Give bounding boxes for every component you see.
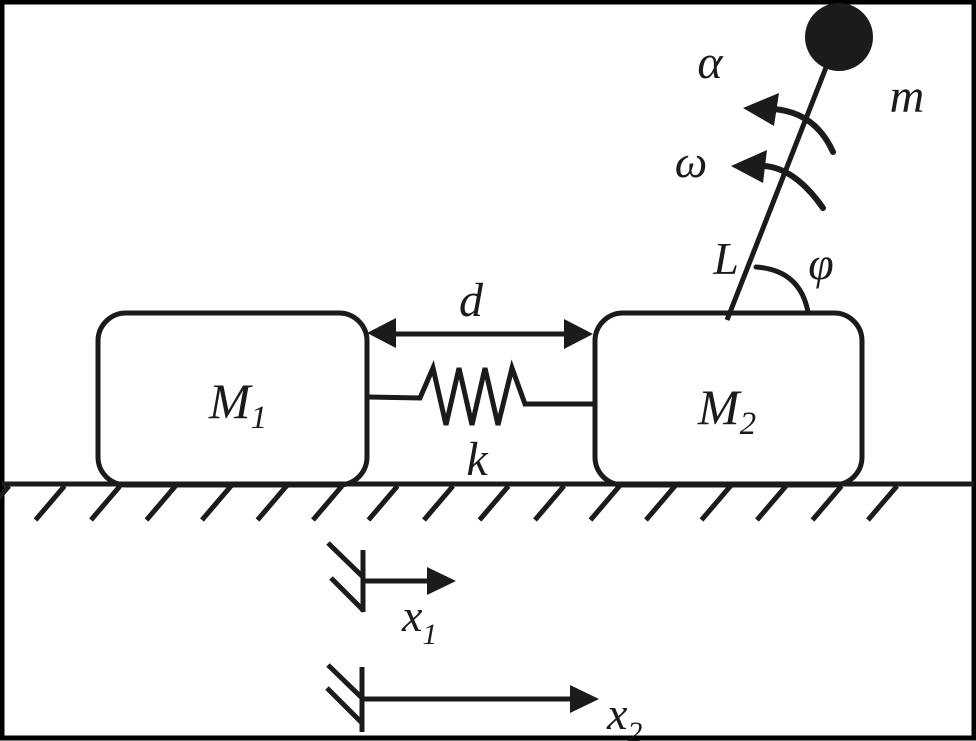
omega-arrowhead-icon — [731, 150, 767, 183]
bob-mass-label: m — [890, 70, 925, 123]
distance-label: d — [459, 274, 484, 327]
mass2-subscript: 2 — [740, 406, 757, 442]
mass1-symbol: M — [208, 373, 253, 429]
pendulum-bob — [805, 3, 873, 71]
omega-arrow — [731, 150, 826, 211]
x2-arrowhead-icon — [570, 685, 599, 713]
coordinate2-symbol: x — [606, 688, 628, 739]
datum-x2 — [325, 663, 365, 732]
mass2-label: M2 — [697, 379, 756, 442]
mass2-box — [592, 310, 865, 488]
x1-axis-arrow — [363, 567, 456, 595]
rod-angle-label: φ — [808, 238, 833, 289]
angle-arc — [753, 264, 811, 315]
distance-arrowhead-left-icon — [367, 318, 396, 348]
alpha-arrow — [743, 93, 836, 155]
spring-zigzag — [366, 359, 595, 426]
spring-constant-label: k — [466, 433, 489, 486]
distance-arrowhead-right-icon — [564, 319, 593, 349]
coordinate1-symbol: x — [401, 590, 423, 641]
x1-arrowhead-icon — [427, 567, 456, 595]
angular-velocity-label: ω — [675, 136, 707, 187]
angular-acceleration-label: α — [697, 36, 723, 89]
datum-x1 — [326, 541, 366, 613]
coordinate2-subscript: 2 — [627, 716, 642, 741]
rod-length-label: L — [712, 233, 739, 284]
coordinate1-subscript: 1 — [422, 618, 437, 651]
ground-hatching — [0, 484, 899, 522]
distance-arrow — [367, 318, 593, 349]
coordinate2-label: x2 — [606, 688, 642, 741]
pendulum-rod — [724, 41, 839, 321]
coordinate1-label: x1 — [401, 590, 437, 651]
x2-axis-arrow — [362, 685, 599, 713]
mass2-symbol: M — [697, 379, 742, 435]
mass1-subscript: 1 — [251, 400, 268, 436]
mass1-label: M1 — [208, 373, 267, 436]
alpha-arrowhead-icon — [743, 93, 779, 126]
